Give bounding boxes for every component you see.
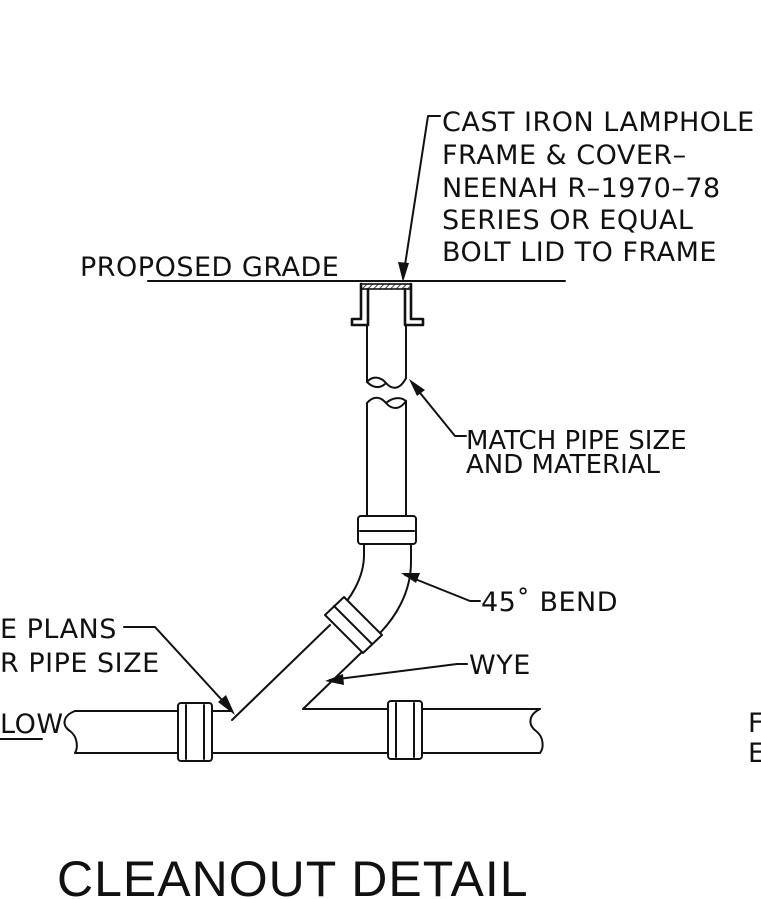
main-pipe-coupling-right — [387, 700, 423, 760]
flow-label: LOW — [0, 709, 64, 740]
main-pipe-coupling-left — [177, 702, 213, 762]
riser-pipe — [366, 324, 407, 517]
lamphole-frame-cover — [350, 282, 425, 327]
svg-text:NEENAH R–1970–78: NEENAH R–1970–78 — [442, 173, 721, 204]
bend-coupling-lower — [324, 596, 383, 654]
match-pipe-note: MATCH PIPE SIZE AND MATERIAL — [466, 426, 687, 480]
svg-text:R PIPE SIZE: R PIPE SIZE — [0, 648, 160, 679]
svg-text:AND MATERIAL: AND MATERIAL — [466, 450, 661, 480]
wye-leader — [325, 663, 468, 685]
wye-label: WYE — [469, 650, 531, 681]
svg-text:F: F — [748, 708, 761, 739]
plans-leader — [123, 626, 235, 715]
bend-leader — [401, 573, 481, 602]
bend-coupling-upper — [357, 515, 417, 545]
svg-text:E PLANS: E PLANS — [0, 614, 117, 645]
right-edge-note: F E — [748, 708, 761, 769]
svg-text:CAST IRON LAMPHOLE: CAST IRON LAMPHOLE — [442, 107, 755, 138]
main-pipe — [63, 708, 544, 754]
match-pipe-leader — [409, 379, 467, 437]
lamphole-note: CAST IRON LAMPHOLE FRAME & COVER– NEENAH… — [442, 107, 755, 268]
drawing-title: CLEANOUT DETAIL — [57, 851, 529, 899]
svg-text:MATCH PIPE SIZE: MATCH PIPE SIZE — [466, 426, 687, 456]
bend-label: 45˚ BEND — [481, 587, 618, 618]
wye-branch — [231, 624, 363, 721]
svg-text:FRAME & COVER–: FRAME & COVER– — [442, 140, 687, 171]
svg-text:BOLT LID TO FRAME: BOLT LID TO FRAME — [442, 237, 717, 268]
svg-text:E: E — [748, 738, 761, 769]
proposed-grade-label: PROPOSED GRADE — [80, 252, 339, 283]
svg-text:SERIES OR EQUAL: SERIES OR EQUAL — [442, 205, 693, 236]
plans-note: E PLANS R PIPE SIZE — [0, 614, 160, 679]
lamphole-leader — [398, 115, 441, 282]
